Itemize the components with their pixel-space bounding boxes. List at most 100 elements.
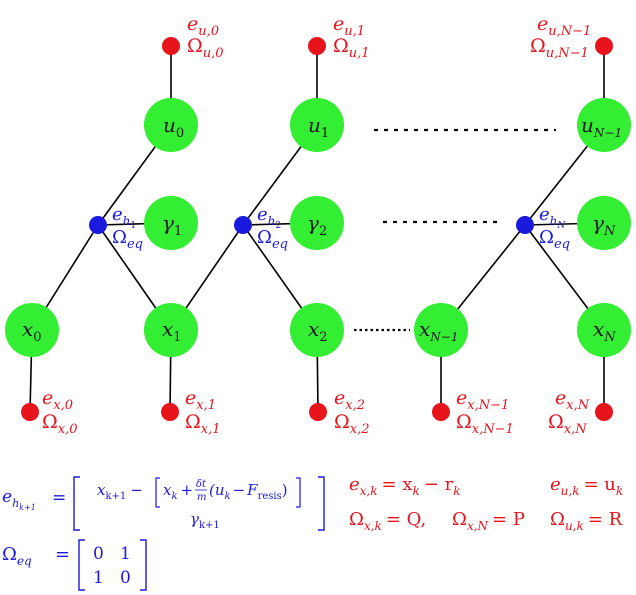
node-x2: x2 bbox=[290, 303, 344, 357]
node-gN-label: γN bbox=[592, 211, 616, 239]
node-x2-label: x2 bbox=[308, 317, 328, 345]
node-x0-circle bbox=[5, 303, 59, 357]
eq-eh-frac-num: δt bbox=[196, 479, 207, 490]
node-uN1-circle bbox=[577, 98, 631, 152]
label-exN1-e: ex,N−1 bbox=[456, 387, 509, 413]
variable-nodes: u0 u1 uN−1 γ1 γ2 γN x0 x1 bbox=[5, 98, 631, 357]
node-xN-label: xN bbox=[593, 317, 616, 345]
eq-omega-right-bracket bbox=[140, 539, 147, 591]
factor-labels-top: eu,0 Ωu,0 eu,1 Ωu,1 eu,N−1 Ωu,N−1 bbox=[187, 13, 591, 61]
factor-eu0 bbox=[162, 37, 180, 55]
node-x0: x0 bbox=[5, 303, 59, 357]
factor-ex0 bbox=[21, 403, 39, 421]
eq-omega-left-bracket bbox=[78, 539, 85, 591]
node-x1-circle bbox=[144, 303, 198, 357]
label-ex2-e: ex,2 bbox=[334, 387, 365, 413]
label-ehN-omega: Ωeq bbox=[539, 227, 570, 252]
label-exN-omega: Ωx,N bbox=[548, 411, 587, 437]
node-x1-label: x1 bbox=[162, 317, 182, 345]
node-u1-circle bbox=[290, 98, 344, 152]
eq-omega-m11: 0 bbox=[120, 568, 131, 588]
label-eh1-e: eh1 bbox=[112, 204, 136, 231]
node-xN1: xN−1 bbox=[414, 303, 468, 357]
factor-eu1 bbox=[308, 37, 326, 55]
label-ex1-omega: Ωx,1 bbox=[185, 411, 221, 437]
label-ex0-e: ex,0 bbox=[42, 387, 73, 413]
factor-eh2 bbox=[234, 216, 252, 234]
label-exN-e: ex,N bbox=[555, 387, 590, 413]
label-ex2-omega: Ωx,2 bbox=[334, 411, 370, 437]
factor-ex1 bbox=[161, 403, 179, 421]
eq-eh-row1: xk+1− bbox=[97, 481, 143, 502]
node-g1-label: γ1 bbox=[162, 211, 182, 239]
eq-eh-equals: = bbox=[52, 488, 66, 508]
eq-oxN: Ωx,N= P bbox=[452, 509, 525, 533]
factor-euN1 bbox=[595, 37, 613, 55]
node-u0-circle bbox=[144, 98, 198, 152]
label-euN1-omega: Ωu,N−1 bbox=[530, 35, 589, 61]
node-uN1: uN−1 bbox=[577, 98, 631, 152]
node-u1-label: u1 bbox=[308, 113, 329, 141]
label-eu1-e: eu,1 bbox=[333, 13, 365, 39]
node-gN-circle bbox=[577, 196, 631, 250]
node-u0-label: u0 bbox=[163, 113, 184, 141]
eq-ouk: Ωu,k= R bbox=[550, 509, 623, 533]
eq-eh-row1-tail: (uk−Fresis) bbox=[209, 481, 288, 502]
eq-eh-inner-left-bracket bbox=[155, 477, 160, 508]
node-uN1-label: uN−1 bbox=[581, 113, 622, 140]
factor-ex2 bbox=[309, 403, 327, 421]
eq-eh-lhs: ehk+1 bbox=[2, 487, 36, 512]
eq-omega-m10: 1 bbox=[93, 568, 104, 588]
eq-eh-row2: γk+1 bbox=[190, 510, 220, 531]
node-g2-label: γ2 bbox=[307, 211, 327, 239]
equation-error-defs: ex,k= xk− rk eu,k= uk Ωx,k= Q, Ωx,N= P Ω… bbox=[349, 474, 623, 533]
eq-euk: eu,k= uk bbox=[550, 474, 623, 498]
label-eh1-omega: Ωeq bbox=[112, 227, 143, 252]
node-g1-circle bbox=[144, 196, 198, 250]
eq-omega-lhs: Ωeq bbox=[2, 544, 32, 568]
equation-eh: ehk+1 = xk+1− xk+ δt m (uk−Fresis) γk+1 bbox=[2, 476, 325, 531]
label-euN1-e: eu,N−1 bbox=[537, 13, 591, 39]
label-eh2-omega: Ωeq bbox=[257, 227, 288, 252]
node-x1: x1 bbox=[144, 303, 198, 357]
factor-ehN bbox=[516, 216, 534, 234]
factor-nodes bbox=[21, 37, 613, 421]
node-xN-circle bbox=[577, 303, 631, 357]
label-eu0-e: eu,0 bbox=[187, 13, 219, 39]
node-g2: γ2 bbox=[290, 196, 344, 250]
node-g1: γ1 bbox=[144, 196, 198, 250]
label-exN1-omega: Ωx,N−1 bbox=[456, 411, 514, 437]
node-xN1-label: xN−1 bbox=[419, 317, 458, 344]
node-xN1-circle bbox=[414, 303, 468, 357]
node-g2-circle bbox=[290, 196, 344, 250]
node-u1: u1 bbox=[290, 98, 344, 152]
eq-eh-frac-den: m bbox=[197, 492, 206, 503]
eq-omega-equals: = bbox=[55, 544, 70, 565]
label-eu1-omega: Ωu,1 bbox=[333, 35, 370, 61]
node-gN: γN bbox=[577, 196, 631, 250]
factor-exN bbox=[595, 403, 613, 421]
eq-eh-left-bracket bbox=[73, 476, 80, 531]
label-ex1-e: ex,1 bbox=[185, 387, 216, 413]
label-ex0-omega: Ωx,0 bbox=[42, 411, 78, 437]
label-eh2-e: eh2 bbox=[257, 204, 281, 231]
factor-labels-bottom: ex,0 Ωx,0 ex,1 Ωx,1 ex,2 Ωx,2 ex,N−1 Ωx,… bbox=[42, 387, 590, 437]
node-x2-circle bbox=[290, 303, 344, 357]
eq-eh-row1-inner: xk+ bbox=[163, 481, 193, 502]
factor-eh1 bbox=[89, 216, 107, 234]
factor-exN1 bbox=[432, 403, 450, 421]
node-xN: xN bbox=[577, 303, 631, 357]
eq-omega-m01: 1 bbox=[120, 544, 131, 564]
eq-eh-right-bracket bbox=[318, 476, 325, 531]
label-ehN-e: ehN bbox=[539, 204, 566, 231]
node-u0: u0 bbox=[144, 98, 198, 152]
eq-oxk: Ωx,k= Q, bbox=[349, 509, 426, 533]
eq-exk: ex,k= xk− rk bbox=[349, 474, 460, 498]
equation-omega-eq: Ωeq = 0 1 1 0 bbox=[2, 539, 147, 591]
node-x0-label: x0 bbox=[22, 317, 42, 345]
label-eu0-omega: Ωu,0 bbox=[187, 35, 224, 61]
eq-eh-inner-right-bracket bbox=[296, 477, 301, 508]
eq-omega-m00: 0 bbox=[93, 544, 104, 564]
factor-labels-middle: eh1 Ωeq eh2 Ωeq ehN Ωeq bbox=[112, 204, 570, 252]
